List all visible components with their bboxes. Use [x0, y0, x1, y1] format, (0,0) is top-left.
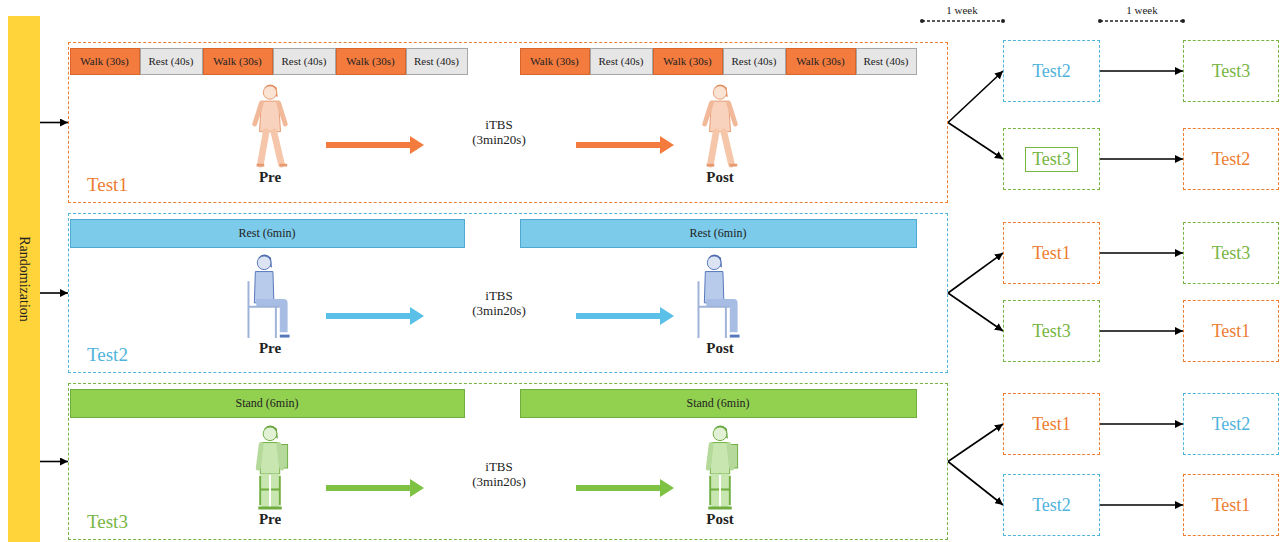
- sequence-box: Test1: [1003, 222, 1100, 284]
- segment-label: Walk (30s): [530, 55, 578, 67]
- test-name: Test2: [1212, 149, 1251, 170]
- segment-label: Walk (30s): [346, 55, 394, 67]
- stimulation-label: iTBS (3min20s): [459, 117, 539, 147]
- rest-segment: Rest (40s): [406, 48, 468, 75]
- segment-label: Walk (30s): [213, 55, 261, 67]
- segment-label: Walk (30s): [663, 55, 711, 67]
- walk-segment: Walk (30s): [70, 48, 140, 75]
- sequence-box: Test3: [1003, 128, 1100, 190]
- connector-arrow: [1100, 252, 1183, 254]
- connector-arrow: [948, 293, 1003, 331]
- connector-arrow: [1100, 70, 1183, 72]
- connector-arrow: [1100, 423, 1183, 425]
- phase-label: Pre: [245, 512, 295, 527]
- test-name: Test1: [1212, 321, 1251, 342]
- sequence-box: Test1: [1183, 300, 1279, 362]
- phase-label: Pre: [245, 341, 295, 356]
- test-name: Test2: [1032, 61, 1071, 82]
- segment-label: Rest (40s): [282, 55, 327, 67]
- phase-label: Post: [695, 170, 745, 185]
- test-name: Test3: [87, 511, 128, 533]
- segment-label: Rest (40s): [414, 55, 459, 67]
- connector-arrow: [948, 253, 1003, 293]
- segment-label: Rest (40s): [864, 55, 909, 67]
- sequence-box: Test1: [1183, 474, 1279, 536]
- rest-bar: Rest (6min): [70, 219, 465, 248]
- test-name: Test1: [1032, 414, 1071, 435]
- randomization-text: Randomization: [16, 236, 32, 322]
- walk-segment: Walk (30s): [786, 48, 856, 75]
- sequence-box: Test3: [1183, 40, 1279, 102]
- connector-arrow: [1100, 158, 1183, 160]
- phase-label: Post: [695, 341, 745, 356]
- connector-arrow: [948, 123, 1003, 160]
- phase-label: Post: [695, 512, 745, 527]
- sequence-box: Test2: [1183, 128, 1279, 190]
- test-name: Test3: [1212, 243, 1251, 264]
- test-name: Test1: [87, 174, 128, 196]
- connector-arrow: [948, 462, 1003, 506]
- connector-arrow: [1100, 330, 1183, 332]
- sequence-box: Test3: [1003, 300, 1100, 362]
- test-name: Test2: [87, 344, 128, 366]
- stimulation-label: iTBS (3min20s): [459, 288, 539, 318]
- segment-label: Walk (30s): [80, 55, 128, 67]
- stand-bar: Stand (6min): [70, 389, 465, 418]
- walk-segment: Walk (30s): [520, 48, 590, 75]
- walk-segment: Walk (30s): [203, 48, 273, 75]
- connector-arrow: [1100, 504, 1183, 506]
- connector-arrow: [40, 122, 68, 124]
- segment-label: Rest (6min): [239, 226, 296, 241]
- duration-label: 1 week: [932, 3, 992, 18]
- stand-bar: Stand (6min): [520, 389, 917, 418]
- connector-arrow: [40, 292, 68, 294]
- test-name: Test2: [1212, 414, 1251, 435]
- sequence-box: Test2: [1003, 40, 1100, 102]
- segment-label: Rest (6min): [690, 226, 747, 241]
- rest-segment: Rest (40s): [273, 48, 336, 75]
- test-name: Test3: [1032, 321, 1071, 342]
- segment-label: Walk (30s): [796, 55, 844, 67]
- test-name: Test1: [1212, 495, 1251, 516]
- segment-label: Rest (40s): [599, 55, 644, 67]
- sequence-box: Test1: [1003, 393, 1100, 455]
- test-name: Test3: [1212, 61, 1251, 82]
- connector-arrow: [40, 461, 68, 463]
- walk-segment: Walk (30s): [336, 48, 406, 75]
- duration-label: 1 week: [1112, 3, 1172, 18]
- rest-segment: Rest (40s): [856, 48, 917, 75]
- phase-label: Pre: [245, 170, 295, 185]
- test-name: Test2: [1032, 495, 1071, 516]
- connector-arrow: [948, 71, 1003, 123]
- segment-label: Rest (40s): [732, 55, 777, 67]
- test-name: Test3: [1025, 147, 1078, 172]
- stimulation-label: iTBS (3min20s): [459, 459, 539, 489]
- segment-label: Stand (6min): [687, 396, 750, 411]
- sequence-box: Test3: [1183, 222, 1279, 284]
- rest-segment: Rest (40s): [140, 48, 203, 75]
- segment-label: Stand (6min): [236, 396, 299, 411]
- sequence-box: Test2: [1003, 474, 1100, 536]
- connector-arrow: [948, 424, 1003, 462]
- sequence-box: Test2: [1183, 393, 1279, 455]
- walk-segment: Walk (30s): [653, 48, 723, 75]
- week-span: [920, 19, 1185, 23]
- rest-segment: Rest (40s): [723, 48, 786, 75]
- randomization-bar: Randomization: [8, 16, 40, 542]
- rest-segment: Rest (40s): [590, 48, 653, 75]
- rest-bar: Rest (6min): [520, 219, 917, 248]
- segment-label: Rest (40s): [149, 55, 194, 67]
- block-arrow: [326, 136, 674, 497]
- test-name: Test1: [1032, 243, 1071, 264]
